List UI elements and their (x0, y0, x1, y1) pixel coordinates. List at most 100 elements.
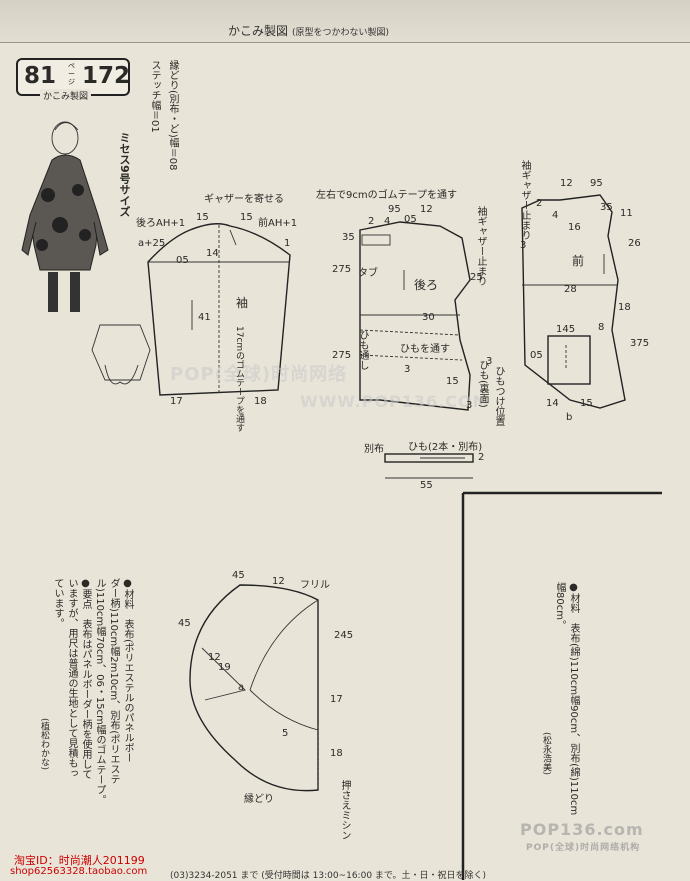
sleeve-1: 1 (284, 238, 291, 249)
watermark-text: POP(全球)时尚网络 (170, 364, 348, 385)
front-b: b (566, 412, 573, 423)
sleeve-title: 袖 (236, 296, 249, 310)
watermark-url: WWW.POP136.COM (300, 392, 490, 411)
frill-45b: 45 (178, 618, 191, 629)
back-pattern (359, 221, 471, 411)
front-16: 16 (568, 222, 581, 233)
sleeve-15a: 15 (196, 212, 209, 223)
front-3: 3 (520, 240, 527, 251)
front-2: 2 (536, 198, 543, 209)
front-18: 18 (618, 302, 631, 313)
front-375: 375 (630, 338, 650, 349)
materials-left-line: いますが、用尺は普通の生地として見積もっ (66, 578, 77, 778)
back-2: 2 (368, 216, 375, 227)
note-size: ミセス9号サイズ (118, 132, 131, 217)
front-14: 14 (546, 398, 559, 409)
back-3c: 3 (466, 400, 473, 411)
tie-2: 2 (478, 452, 485, 463)
back-himo-toshi: ひも通し (357, 330, 368, 370)
back-25: 25 (470, 272, 483, 283)
front-12: 12 (560, 178, 573, 189)
footer-hours: (03)3234-2051 まで (受付時間は 13:00~16:00 まで。土… (170, 871, 487, 881)
front-pattern (521, 194, 626, 409)
frill-press: 押さえミシン (339, 780, 350, 840)
frill-12b: 12 (208, 652, 221, 663)
page-number-badge: 81 ページ 172 (16, 58, 130, 96)
frill-17: 17 (330, 694, 343, 705)
sleeve-back-ah: 後ろAH+1 (136, 218, 186, 229)
footer-shop-url: shop62563328.taobao.com (10, 866, 148, 877)
back-view-illustration (91, 324, 151, 385)
tie-cloth: 別布 (364, 444, 384, 455)
title-subtitle: (原型をつかわない製図) (292, 28, 390, 38)
back-12: 12 (420, 204, 433, 215)
frill-45a: 45 (232, 570, 245, 581)
sleeve-15b: 15 (240, 212, 253, 223)
tie-label: ひも(2本・別布) (408, 442, 483, 453)
sleeve-front-ah: 前AH+1 (258, 218, 298, 229)
front-05: 05 (530, 350, 543, 361)
back-35: 35 (342, 232, 355, 243)
materials-left-credit: (植松わかな) (39, 718, 49, 771)
title-text: かこみ製図 (228, 24, 289, 38)
front-15: 15 (580, 398, 593, 409)
page-title: かこみ製図(原型をつかわない製図) (228, 22, 389, 39)
tie-pattern (384, 453, 474, 479)
front-title: 前 (572, 254, 585, 268)
frill-245: 245 (334, 630, 354, 641)
back-himo-tsusu: ひもを通す (400, 344, 450, 355)
front-35: 35 (600, 202, 613, 213)
frill-5: 5 (282, 728, 289, 739)
back-3b: 3 (486, 356, 493, 367)
header-band (0, 0, 690, 43)
back-sleeve-gather: 袖ギャザー止まり (475, 206, 486, 286)
front-95: 95 (590, 178, 603, 189)
materials-right-line: ●材料 表布(綿)110cm幅90cm、別布(綿)110cm (568, 582, 579, 816)
sleeve-elastic: 17cmのゴムテープを通す (234, 326, 244, 433)
model-illustration (21, 121, 109, 312)
back-275b: 275 (332, 350, 352, 361)
back-title: 後ろ (414, 278, 439, 292)
frill-12: 12 (272, 576, 285, 587)
back-3a: 3 (404, 364, 411, 375)
materials-left-line: ル)110cm幅70cm、06・15cm幅のゴムテープ。 (94, 578, 105, 805)
frill-18: 18 (330, 748, 343, 759)
watermark-logo-text: POP136.com (520, 820, 644, 839)
front-145: 145 (556, 324, 576, 335)
frill-binding: 縁どり (244, 794, 274, 805)
back-05: 05 (404, 214, 417, 225)
back-15: 15 (446, 376, 459, 387)
sleeve-14: 14 (206, 248, 219, 259)
sleeve-05: 05 (176, 255, 189, 266)
front-4: 4 (552, 210, 559, 221)
back-inner: ひも(裏面) (477, 360, 488, 408)
frill-title: フリル (300, 580, 330, 591)
materials-right: ●材料 表布(綿)110cm幅90cm、別布(綿)110cm 幅80cm。 (松… (540, 582, 580, 815)
item-number: 172 (82, 63, 131, 89)
sleeve-gather: ギャザーを寄せる (204, 194, 284, 205)
frill-a: a (238, 682, 245, 693)
front-28: 28 (564, 284, 577, 295)
materials-left-line: ダー柄)110cm幅2m10cm、別布(ポリエステ (108, 578, 119, 785)
footer: 淘宝ID：时尚潮人201199 shop62563328.taobao.com … (0, 852, 690, 881)
front-8: 8 (598, 322, 605, 333)
back-elastic-note: 左右で9cmのゴムテープを通す (316, 190, 458, 201)
materials-left-line: ●要点 表布はパネルボーダー柄を使用して (80, 578, 91, 779)
back-4: 4 (384, 216, 391, 227)
front-26: 26 (628, 238, 641, 249)
back-tab: タブ (358, 268, 378, 279)
back-30: 30 (422, 312, 435, 323)
footer-shop-id: 淘宝ID：时尚潮人201199 (14, 854, 145, 867)
frill-19: 19 (218, 662, 231, 673)
back-95: 95 (388, 204, 401, 215)
badge-caption: かこみ製図 (40, 89, 92, 102)
back-275a: 275 (332, 264, 352, 275)
front-sleeve-gather: 袖ギャザー止まり (519, 160, 530, 240)
materials-left-line: ています。 (52, 578, 63, 628)
sleeve-pattern (147, 223, 291, 396)
page-word: ページ (68, 62, 75, 86)
tie-55: 55 (420, 480, 433, 491)
front-11: 11 (620, 208, 633, 219)
materials-right-credit: (松永浩美) (541, 732, 551, 776)
